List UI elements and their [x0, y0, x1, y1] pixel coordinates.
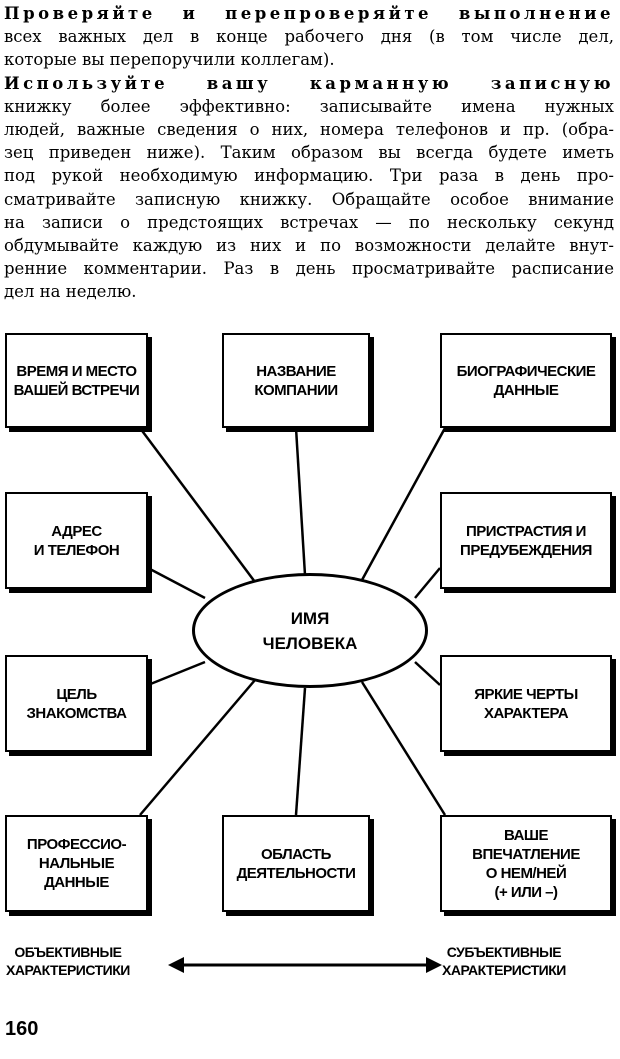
text-line: Проверяйте и перепроверяйте выполнение: [4, 4, 614, 23]
text-line: обдумывайте каждую из них и по возможнос…: [4, 235, 614, 255]
box-professional: ПРОФЕССИО- НАЛЬНЫЕ ДАННЫЕ: [5, 815, 148, 912]
page-number: 160: [5, 1018, 39, 1040]
text-line: под рукой необходимую информацию. Три ра…: [4, 166, 614, 186]
box-biases: ПРИСТРАСТИЯ И ПРЕДУБЕЖДЕНИЯ: [440, 492, 612, 589]
connector: [360, 681, 447, 816]
text-line: зец приведен ниже). Таким образом вы все…: [4, 143, 614, 163]
axis-label-objective: ОБЪЕКТИВНЫЕ ХАРАКТЕРИСТИКИ: [6, 944, 130, 978]
connector: [147, 566, 206, 600]
text-line: сматривайте записную книжку. Обращайте о…: [4, 189, 614, 209]
box-field: ОБЛАСТЬ ДЕЯТЕЛЬНОСТИ: [222, 815, 370, 912]
connector: [414, 661, 441, 686]
axis-label-subjective: СУБЪЕКТИВНЫЕ ХАРАКТЕРИСТИКИ: [442, 944, 566, 978]
text-line: Используйте вашу карманную записную: [4, 73, 614, 93]
connector: [294, 427, 307, 576]
arrow-head-left-icon: [168, 957, 184, 973]
box-purpose: ЦЕЛЬ ЗНАКОМСТВА: [5, 655, 148, 752]
box-address: АДРЕС И ТЕЛЕФОН: [5, 492, 148, 589]
arrow-head-right-icon: [426, 957, 442, 973]
text-line: книжку более эффективно: записывайте име…: [4, 96, 614, 116]
connector: [414, 567, 441, 599]
body-text: Проверяйте и перепроверяйте выполнение в…: [4, 2, 614, 303]
connector: [294, 687, 307, 816]
text-line: которые вы перепоручили коллегам).: [4, 50, 335, 70]
box-impression: ВАШЕ ВПЕЧАТЛЕНИЕ О НЕМ/НЕЙ (+ ИЛИ –): [440, 815, 612, 912]
box-company: НАЗВАНИЕ КОМПАНИИ: [222, 333, 370, 428]
text-line: людей, важные сведения о них, номера тел…: [4, 119, 614, 139]
connector: [147, 660, 206, 687]
text-line: на записи о предстоящих встречах — по не…: [4, 212, 614, 232]
box-bio: БИОГРАФИЧЕСКИЕ ДАННЫЕ: [440, 333, 612, 428]
connector: [138, 427, 257, 583]
box-time-place: ВРЕМЯ И МЕСТО ВАШЕЙ ВСТРЕЧИ: [5, 333, 148, 428]
text-line: всех важных дел в конце рабочего дня (в …: [4, 27, 614, 47]
center-ellipse: ИМЯ ЧЕЛОВЕКА: [192, 573, 428, 688]
box-traits: ЯРКИЕ ЧЕРТЫ ХАРАКТЕРА: [440, 655, 612, 752]
text-line: ренние комментарии. Раз в день просматри…: [4, 259, 614, 279]
connector: [360, 427, 447, 581]
connector: [139, 679, 256, 816]
text-line: дел на неделю.: [4, 282, 137, 302]
